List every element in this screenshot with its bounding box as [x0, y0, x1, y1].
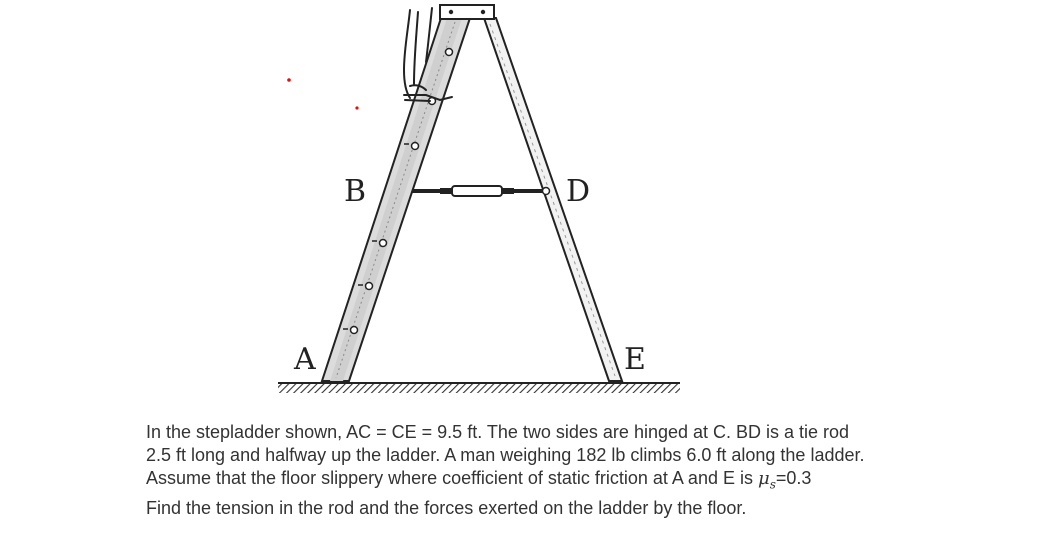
label-e: E [624, 342, 646, 377]
problem-paragraph: In the stepladder shown, AC = CE = 9.5 f… [146, 421, 866, 497]
marker-dot [287, 78, 291, 82]
mu-static-symbol: μs [758, 468, 776, 492]
hinge-c [439, 4, 495, 20]
label-d: D [566, 174, 590, 209]
climbing-man-legs [402, 7, 453, 102]
mu-value: =0.3 [775, 468, 812, 488]
mu-letter: μ [758, 468, 770, 489]
problem-body: In the stepladder shown, AC = CE = 9.5 f… [146, 422, 865, 488]
tie-rod-bd [392, 185, 551, 197]
right-leg-ce [482, 17, 624, 382]
label-b: B [344, 174, 366, 209]
label-a: A [293, 342, 316, 377]
stepladder-diagram: A B D E [278, 4, 680, 393]
problem-statement: In the stepladder shown, AC = CE = 9.5 f… [146, 421, 866, 520]
mu-subscript: s [769, 477, 776, 492]
marker-dot [355, 106, 359, 110]
floor [278, 382, 680, 393]
problem-question: Find the tension in the rod and the forc… [146, 497, 747, 518]
ladder-steps [343, 47, 454, 335]
